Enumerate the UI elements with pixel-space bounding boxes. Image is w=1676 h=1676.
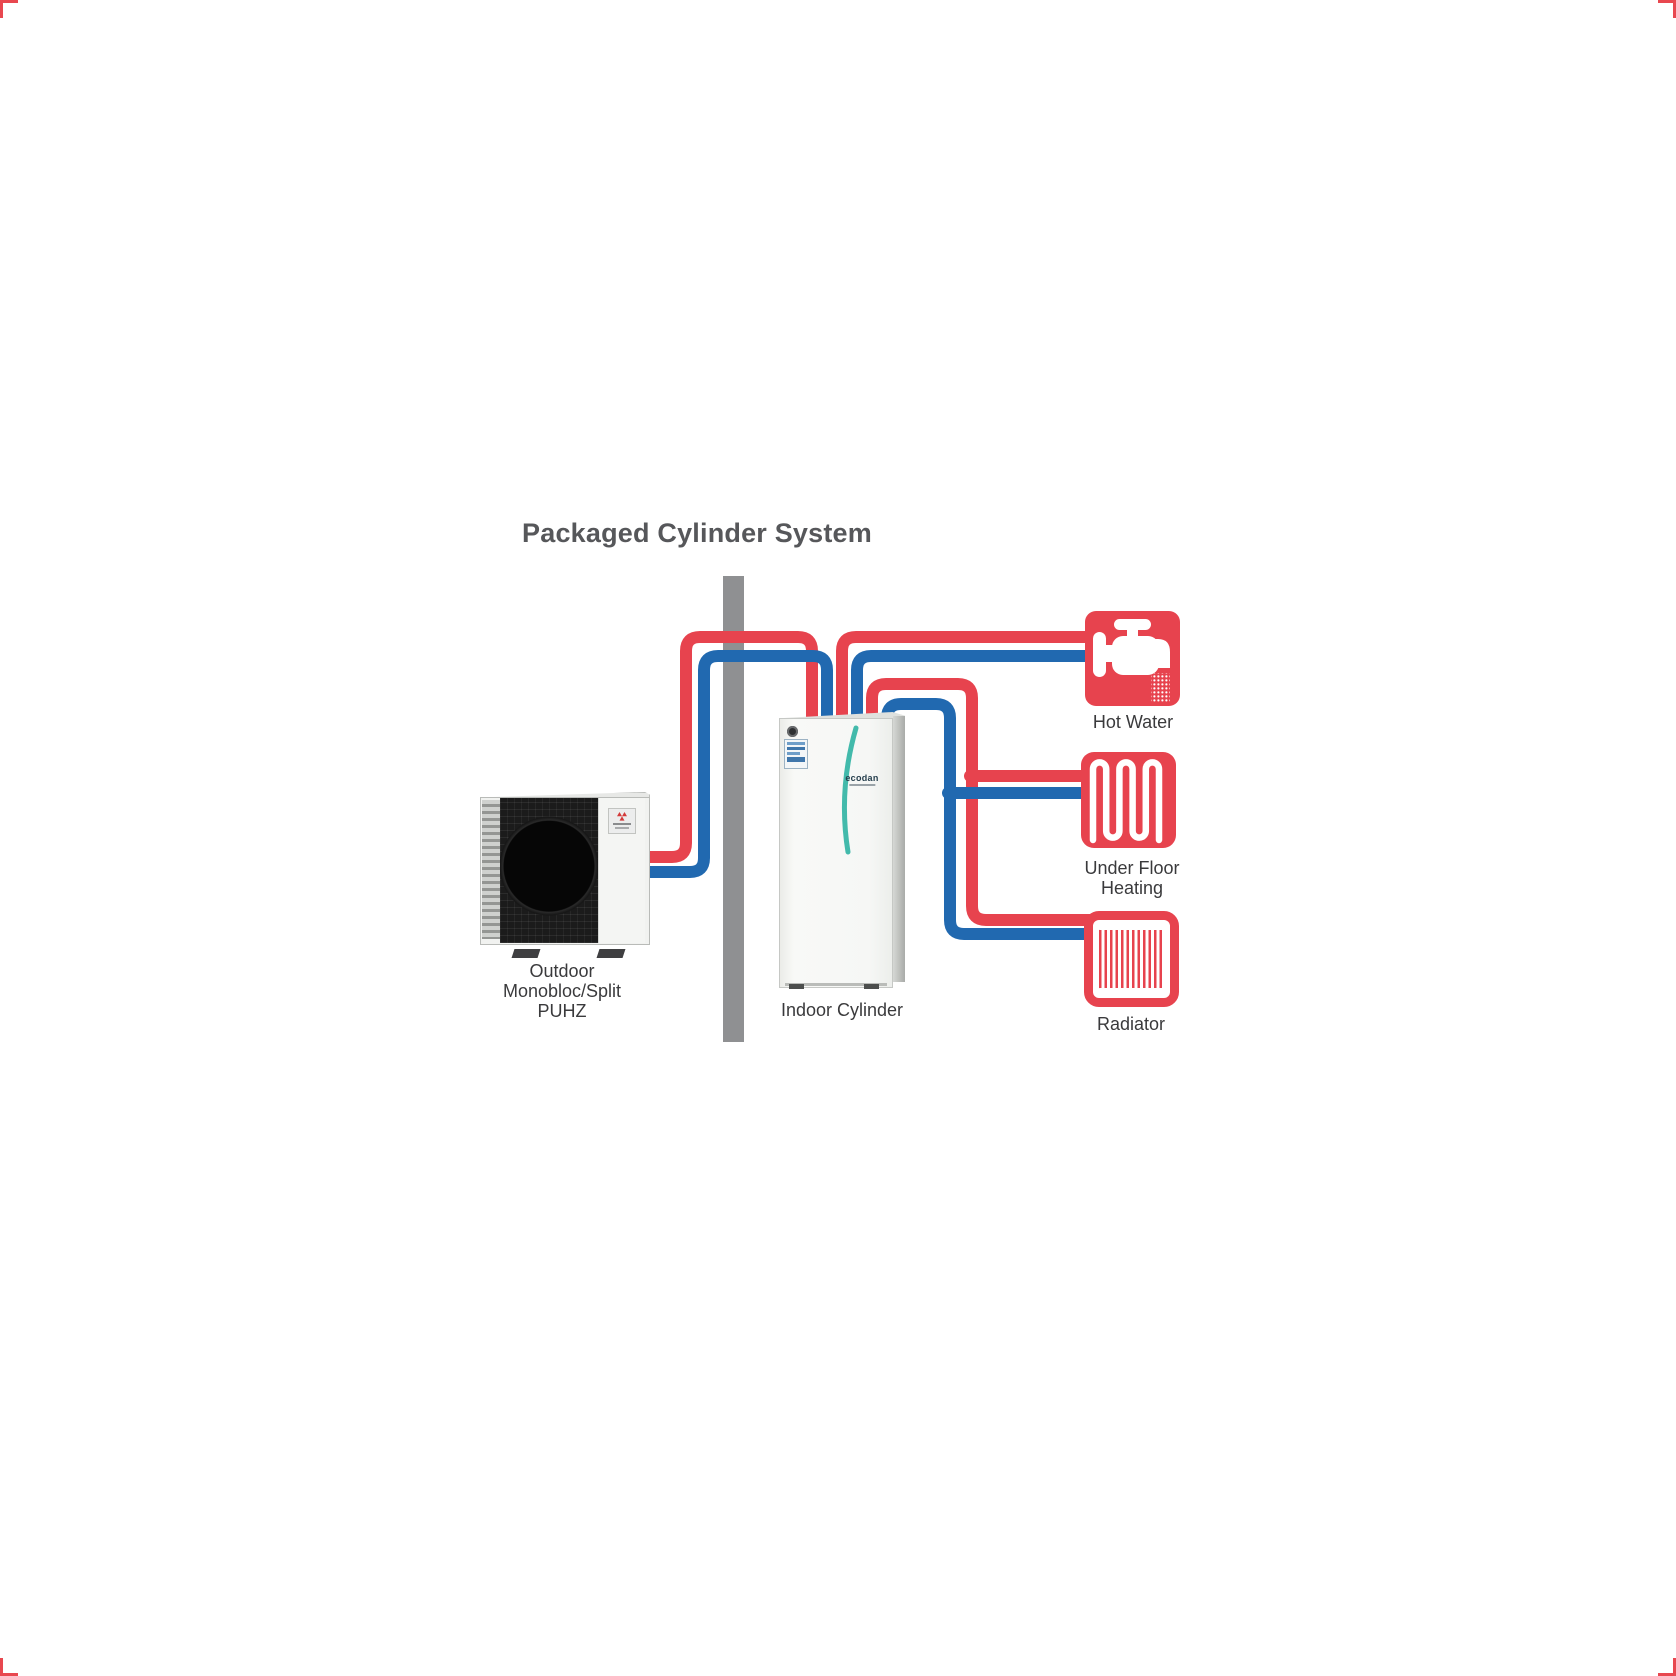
cylinder-base <box>785 983 887 986</box>
underfloor-label-line1: Under Floor <box>1084 858 1180 878</box>
crop-mark-icon <box>0 1658 18 1676</box>
outdoor-unit <box>480 792 650 958</box>
hot-water-tile <box>1085 611 1180 706</box>
outdoor-label-line3: PUHZ <box>537 1001 587 1021</box>
wall <box>723 576 744 1042</box>
indoor-cylinder-label: Indoor Cylinder <box>780 1000 904 1020</box>
radiator-label: Radiator <box>1096 1014 1166 1034</box>
cylinder-logo-dot-icon <box>787 726 798 737</box>
unit-foot <box>789 984 804 989</box>
crop-mark-icon <box>1658 1658 1676 1676</box>
radiator-tile <box>1084 911 1179 1007</box>
under-floor-heating-tile <box>1081 752 1176 848</box>
outdoor-unit-label: Outdoor Monobloc/Split PUHZ <box>503 961 621 1021</box>
unit-foot <box>511 949 541 958</box>
cylinder-side <box>893 716 905 982</box>
indoor-cylinder: ecodan <box>779 712 905 990</box>
page-title: Packaged Cylinder System <box>522 518 872 548</box>
control-panel <box>784 739 808 769</box>
pipe-blue-heating-main <box>881 698 1101 940</box>
hot-water-label: Hot Water <box>1092 712 1174 732</box>
underfloor-coil-icon <box>1089 759 1163 844</box>
underfloor-label-line2: Heating <box>1100 878 1164 898</box>
tap-icon <box>1093 619 1170 703</box>
pipe-red-hot-water <box>836 631 1101 728</box>
cylinder-teal-stripe <box>841 725 859 855</box>
fan-grille-icon <box>500 798 598 943</box>
ecodan-logo: ecodan <box>845 774 878 786</box>
side-louver <box>482 800 500 939</box>
ecodan-logo-text: ecodan <box>845 773 879 783</box>
radiator-icon <box>1099 925 1164 993</box>
unit-foot <box>864 984 879 989</box>
crop-mark-icon <box>0 0 18 18</box>
under-floor-heating-label: Under Floor Heating <box>1084 858 1179 898</box>
crop-mark-icon <box>1658 0 1676 18</box>
cylinder-top <box>779 712 905 721</box>
outdoor-label-line1: Outdoor <box>529 961 595 981</box>
manufacturer-logo-icon <box>608 808 636 834</box>
outdoor-label-line2: Monobloc/Split <box>502 981 622 1001</box>
pipe-red-heating-main <box>866 678 1101 926</box>
unit-foot <box>596 949 626 958</box>
